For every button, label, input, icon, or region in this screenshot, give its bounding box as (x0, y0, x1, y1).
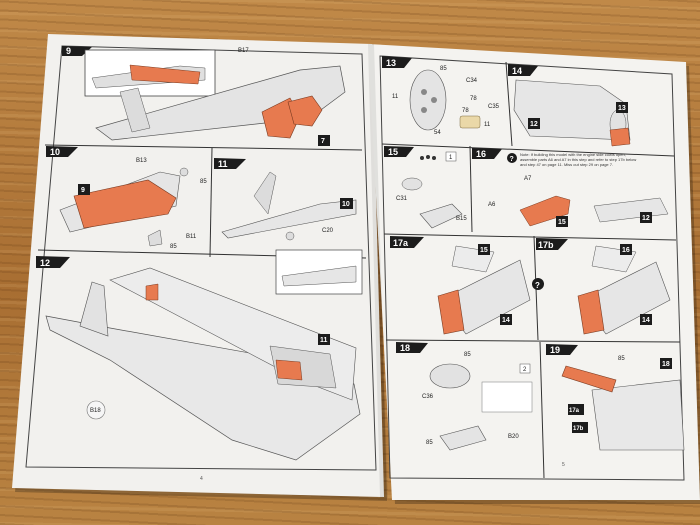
svg-text:17a: 17a (569, 408, 580, 414)
fuselage-part (95, 65, 346, 141)
svg-text:B15: B15 (456, 216, 467, 222)
engine-cowl-part (437, 289, 465, 335)
svg-text:assemble parts A6 and A7 in th: assemble parts A6 and A7 in this step an… (520, 157, 636, 162)
step-badge (382, 56, 412, 68)
step-badge (546, 344, 578, 355)
step-17b-panel: 17b 16 14 (536, 238, 671, 335)
step-number: 10 (50, 147, 60, 157)
step-number: 11 (218, 159, 228, 169)
step-badge (508, 64, 538, 76)
step-number: 19 (550, 345, 560, 355)
svg-text:A6: A6 (488, 202, 496, 208)
step-badge (384, 146, 414, 157)
step-12-panel: 12 11 B18 (36, 256, 361, 461)
svg-text:B20: B20 (508, 434, 519, 440)
step-badge (62, 46, 92, 56)
tail-fin (79, 281, 109, 337)
step-17a-panel: 17a 15 14 (390, 236, 531, 335)
step-14-panel: 14 13 12 (508, 64, 631, 147)
step-number: 9 (66, 46, 71, 56)
step-9-panel: 9 B17 7 (62, 46, 346, 146)
svg-text:B11: B11 (186, 234, 197, 240)
svg-text:Note: If building this model w: Note: If building this model with the en… (520, 152, 626, 157)
svg-text:C34: C34 (466, 78, 478, 84)
svg-text:85: 85 (618, 356, 625, 362)
step-18-panel: 18 2 85 C36 85 B20 (396, 342, 533, 451)
step-number: 12 (40, 258, 50, 268)
step-10-panel: 10 9 B13 85 B11 85 (46, 146, 207, 250)
svg-text:85: 85 (426, 440, 433, 446)
svg-text:7: 7 (321, 138, 325, 145)
svg-text:78: 78 (462, 108, 469, 114)
svg-text:2: 2 (523, 367, 527, 373)
svg-text:18: 18 (662, 361, 670, 368)
svg-text:C36: C36 (422, 394, 434, 400)
question-mark-icon (507, 153, 517, 163)
svg-text:15: 15 (480, 247, 488, 254)
step-number: 17b (538, 240, 554, 250)
step-badge (472, 148, 502, 159)
step-13-panel: 13 85 C34 11 78 C35 54 11 78 (382, 56, 500, 136)
svg-text:85: 85 (200, 179, 207, 185)
svg-text:13: 13 (618, 105, 626, 112)
question-mark-icon (532, 278, 544, 290)
page-number: 5 (562, 462, 565, 468)
svg-text:B18: B18 (90, 408, 101, 414)
svg-text:12: 12 (530, 121, 538, 128)
left-page: 9 B17 7 10 9 B13 85 B11 85 (12, 34, 384, 497)
step-badge (214, 158, 246, 169)
right-page: 13 85 C34 11 78 C35 54 11 78 14 13 12 (368, 44, 700, 500)
step-15-panel: 15 1 C31 B15 (384, 146, 467, 229)
svg-text:B17: B17 (238, 48, 249, 54)
svg-text:C35: C35 (488, 104, 500, 110)
control-column-part (561, 365, 617, 393)
instrument-panel-part (429, 363, 471, 389)
svg-text:54: 54 (434, 130, 441, 136)
seat-part (419, 203, 463, 229)
step-number: 16 (476, 149, 486, 159)
svg-text:C31: C31 (396, 196, 408, 202)
svg-text:11: 11 (392, 94, 399, 100)
cockpit-tub-part (73, 179, 177, 229)
page-number: 4 (200, 476, 203, 482)
svg-text:B13: B13 (136, 158, 147, 164)
svg-text:12: 12 (642, 215, 650, 222)
step-19-panel: 19 85 18 17a 17b (546, 344, 685, 451)
instrument-panel-part (409, 69, 447, 131)
step-number: 14 (512, 66, 522, 76)
svg-text:1: 1 (449, 155, 453, 161)
svg-text:85: 85 (170, 244, 177, 250)
svg-text:?: ? (535, 281, 540, 290)
svg-text:and step 47 on page 11. Miss o: and step 47 on page 11. Miss out step 29… (520, 162, 613, 167)
svg-text:17b: 17b (573, 426, 584, 432)
step-11-panel: 11 10 C20 (214, 158, 363, 295)
step-16-panel: 16 ? Note: If building this model with t… (472, 148, 669, 227)
fuselage-half (45, 315, 361, 461)
svg-text:11: 11 (484, 122, 491, 128)
svg-text:14: 14 (642, 317, 650, 324)
svg-text:11: 11 (320, 337, 328, 344)
svg-text:78: 78 (470, 96, 477, 102)
svg-text:10: 10 (342, 201, 350, 208)
step-number: 17a (393, 238, 409, 248)
step-badge (536, 238, 568, 250)
svg-text:?: ? (510, 156, 514, 163)
svg-text:16: 16 (622, 247, 630, 254)
step-badge (390, 236, 424, 248)
svg-text:85: 85 (440, 66, 447, 72)
step-badge (36, 256, 70, 268)
svg-text:A7: A7 (524, 176, 532, 182)
step-number: 15 (388, 147, 398, 157)
svg-text:14: 14 (502, 317, 510, 324)
svg-text:85: 85 (464, 352, 471, 358)
step-badge (396, 342, 428, 353)
booklet-spine (368, 44, 388, 498)
step-badge (46, 146, 78, 157)
step-number: 18 (400, 343, 410, 353)
svg-text:9: 9 (81, 187, 85, 194)
svg-text:15: 15 (558, 219, 566, 226)
step-number: 13 (386, 58, 396, 68)
svg-text:C20: C20 (322, 228, 334, 234)
